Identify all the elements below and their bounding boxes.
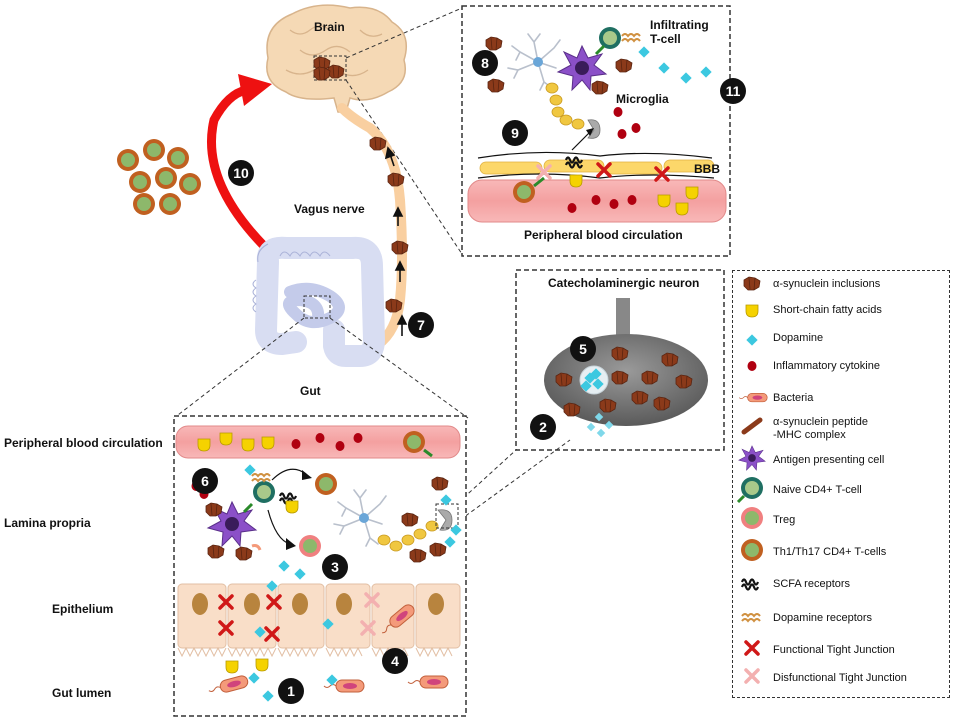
- legend-item: SCFA receptors: [733, 575, 949, 599]
- legend-item: Bacteria: [733, 389, 949, 413]
- bbb-label: BBB: [694, 162, 720, 176]
- step-5-badge: 5: [570, 336, 596, 362]
- legend-text: Bacteria: [773, 392, 814, 404]
- legend-text: α-synuclein inclusions: [773, 278, 881, 290]
- legend-text: Functional Tight Junction: [773, 644, 895, 656]
- step-4-badge: 4: [382, 648, 408, 674]
- legend-item: Antigen presenting cell: [733, 451, 949, 475]
- brain-label: Brain: [314, 20, 345, 34]
- legend: α-synuclein inclusions Short-chain fatty…: [732, 270, 950, 698]
- legend-item: α-synuclein inclusions: [733, 275, 949, 299]
- step-9-badge: 9: [502, 120, 528, 146]
- microglia-label: Microglia: [616, 92, 669, 106]
- peripheral-blood-brain-label: Peripheral blood circulation: [524, 228, 683, 242]
- gut-inset: [173, 415, 467, 717]
- vagus-nerve-label: Vagus nerve: [294, 202, 365, 216]
- legend-text: Antigen presenting cell: [773, 454, 885, 466]
- epithelium-label: Epithelium: [52, 602, 114, 616]
- brain-illustration: [266, 4, 407, 113]
- step-8-badge: 8: [472, 50, 498, 76]
- step-2-badge: 2: [530, 414, 556, 440]
- legend-item: Short-chain fatty acids: [733, 301, 949, 325]
- legend-item: Dopamine: [733, 329, 949, 353]
- legend-item: Treg: [733, 511, 949, 535]
- step-11-badge: 11: [720, 78, 746, 104]
- legend-text: Th1/Th17 CD4+ T-cells: [773, 546, 887, 558]
- legend-item: Inflammatory cytokine: [733, 357, 949, 381]
- step-10-badge: 10: [228, 160, 254, 186]
- legend-item: Naive CD4+ T-cell: [733, 481, 949, 505]
- legend-item: Functional Tight Junction: [733, 641, 949, 665]
- legend-text: SCFA receptors: [773, 578, 851, 590]
- legend-icons: [736, 276, 768, 684]
- legend-item: Dopamine receptors: [733, 609, 949, 633]
- legend-text: Dopamine receptors: [773, 612, 873, 624]
- step-3-badge: 3: [322, 554, 348, 580]
- legend-text: Disfunctional Tight Junction: [773, 672, 907, 684]
- legend-item: α-synuclein peptide -MHC complex: [733, 413, 949, 443]
- legend-text: Treg: [773, 514, 796, 526]
- legend-text: α-synuclein peptide -MHC complex: [773, 416, 869, 441]
- legend-item: Disfunctional Tight Junction: [733, 669, 949, 693]
- legend-text: Inflammatory cytokine: [773, 360, 880, 372]
- intestine-illustration: [252, 236, 385, 367]
- peripheral-blood-gut-label: Peripheral blood circulation: [4, 436, 163, 450]
- lamina-propria-label: Lamina propria: [4, 516, 91, 530]
- step-7-badge: 7: [408, 312, 434, 338]
- step-1-badge: 1: [278, 678, 304, 704]
- legend-text: Short-chain fatty acids: [773, 304, 882, 316]
- legend-text: Dopamine: [773, 332, 824, 344]
- gut-label: Gut: [300, 384, 321, 398]
- step-6-badge: 6: [192, 468, 218, 494]
- neuron-label: Catecholaminergic neuron: [548, 276, 700, 290]
- legend-item: Th1/Th17 CD4+ T-cells: [733, 543, 949, 567]
- infiltrating-tcell-label: Infiltrating T-cell: [650, 18, 709, 46]
- legend-text: Naive CD4+ T-cell: [773, 484, 862, 496]
- migration-arrow: [207, 74, 272, 251]
- th-tcell-cluster: [117, 139, 201, 215]
- gut-lumen-label: Gut lumen: [52, 686, 112, 700]
